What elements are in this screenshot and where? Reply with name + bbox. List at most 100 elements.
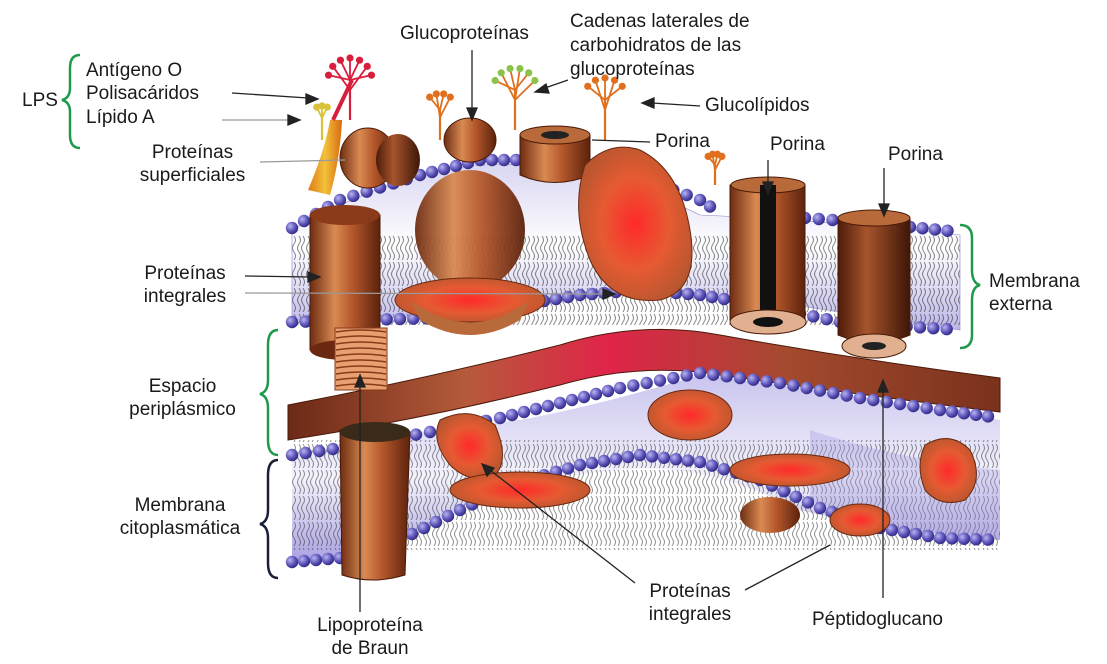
phospholipid-head bbox=[530, 403, 542, 415]
phospholipid-head bbox=[542, 400, 554, 412]
phospholipid-head bbox=[622, 451, 634, 463]
phospholipid-head bbox=[286, 449, 298, 461]
proteinas-superficiales-label-1: Proteínas bbox=[125, 141, 260, 164]
lipido-a-label: Lípido A bbox=[86, 106, 155, 129]
membrana-externa-label-1: Membrana bbox=[989, 270, 1080, 293]
phospholipid-head bbox=[802, 496, 814, 508]
phospholipid-head bbox=[424, 426, 436, 438]
phospholipid-head bbox=[920, 402, 932, 414]
phospholipid-head bbox=[747, 373, 759, 385]
phospholipid-head bbox=[506, 409, 518, 421]
porina-label-3: Porina bbox=[888, 143, 943, 166]
phospholipid-head bbox=[682, 454, 694, 466]
phospholipid-head bbox=[958, 533, 970, 545]
phospholipid-head bbox=[813, 213, 825, 225]
phospholipid-head bbox=[634, 449, 646, 461]
inner-integral-protein-d bbox=[920, 439, 976, 503]
phospholipid-head bbox=[554, 397, 566, 409]
phospholipid-head bbox=[574, 289, 586, 301]
phospholipid-head bbox=[299, 447, 311, 459]
porin-3 bbox=[838, 210, 910, 358]
phospholipid-head bbox=[654, 374, 666, 386]
phospholipid-head bbox=[410, 428, 422, 440]
phospholipid-head bbox=[682, 288, 694, 300]
phospholipid-head bbox=[438, 163, 450, 175]
cadenas-label-3: glucoproteínas bbox=[570, 58, 695, 81]
phospholipid-head bbox=[418, 522, 430, 534]
phospholipid-head bbox=[313, 445, 325, 457]
phospholipid-head bbox=[946, 405, 958, 417]
phospholipid-head bbox=[670, 453, 682, 465]
phospholipid-head bbox=[498, 154, 510, 166]
porin-2 bbox=[730, 177, 806, 334]
phospholipid-head bbox=[640, 377, 652, 389]
membrana-externa-label-2: externa bbox=[989, 293, 1052, 316]
phospholipid-head bbox=[958, 407, 970, 419]
phospholipid-head bbox=[426, 166, 438, 178]
phospholipid-head bbox=[760, 375, 772, 387]
inner-integral-protein-b bbox=[648, 390, 732, 440]
phospholipid-head bbox=[982, 410, 994, 422]
phospholipid-head bbox=[778, 485, 790, 497]
phospholipid-head bbox=[574, 459, 586, 471]
phospholipid-head bbox=[704, 200, 716, 212]
phospholipid-head bbox=[970, 533, 982, 545]
phospholipid-head bbox=[880, 396, 892, 408]
phospholipid-head bbox=[430, 516, 442, 528]
phospholipid-head bbox=[627, 379, 639, 391]
phospholipid-head bbox=[706, 459, 718, 471]
espacio-bracket bbox=[260, 330, 278, 455]
phospholipid-head bbox=[347, 190, 359, 202]
phospholipid-head bbox=[518, 406, 530, 418]
phospholipid-head bbox=[578, 391, 590, 403]
phospholipid-head bbox=[940, 323, 952, 335]
phospholipid-head bbox=[322, 553, 334, 565]
phospholipid-head bbox=[718, 293, 730, 305]
phospholipid-head bbox=[450, 160, 462, 172]
polisacaridos-label: Polisacáridos bbox=[86, 82, 199, 105]
phospholipid-head bbox=[790, 491, 802, 503]
phospholipid-head bbox=[286, 222, 298, 234]
phospholipid-head bbox=[562, 291, 574, 303]
phospholipid-head bbox=[800, 382, 812, 394]
phospholipid-head bbox=[941, 225, 953, 237]
phospholipid-head bbox=[550, 293, 562, 305]
phospholipid-head bbox=[907, 400, 919, 412]
phospholipid-head bbox=[610, 453, 622, 465]
membrana-cito-bracket bbox=[260, 460, 278, 578]
lipoproteina-label-1: Lipoproteína bbox=[300, 614, 440, 637]
phospholipid-head bbox=[720, 370, 732, 382]
cadenas-label-2: carbohidratos de las bbox=[570, 34, 741, 57]
phospholipid-head bbox=[827, 387, 839, 399]
phospholipid-head bbox=[854, 392, 866, 404]
peptidoglucano-label: Péptidoglucano bbox=[812, 608, 943, 631]
phospholipid-head bbox=[867, 394, 879, 406]
phospholipid-head bbox=[694, 289, 706, 301]
phospholipid-head bbox=[406, 528, 418, 540]
phospholipid-head bbox=[286, 556, 298, 568]
phospholipid-head bbox=[286, 316, 298, 328]
phospholipid-head bbox=[310, 554, 322, 566]
lps-bracket bbox=[62, 55, 80, 148]
phospholipid-head bbox=[658, 452, 670, 464]
phospholipid-head bbox=[807, 310, 819, 322]
porin-1 bbox=[520, 126, 590, 183]
phospholipid-head bbox=[298, 215, 310, 227]
membrana-cito-label-1: Membrana bbox=[100, 494, 260, 517]
membrana-externa-bracket bbox=[960, 225, 980, 348]
phospholipid-head bbox=[562, 462, 574, 474]
phospholipid-head bbox=[774, 377, 786, 389]
proteinas-integrales-bottom-label-1: Proteínas bbox=[620, 580, 760, 603]
inner-long-protein bbox=[340, 422, 410, 580]
phospholipid-head bbox=[820, 313, 832, 325]
phospholipid-head bbox=[914, 321, 926, 333]
porina-label-2: Porina bbox=[770, 133, 825, 156]
phospholipid-head bbox=[970, 409, 982, 421]
proteinas-integrales-bottom-label-2: integrales bbox=[620, 603, 760, 626]
phospholipid-head bbox=[646, 450, 658, 462]
phospholipid-head bbox=[394, 313, 406, 325]
phospholipid-head bbox=[898, 526, 910, 538]
cadenas-label-1: Cadenas laterales de bbox=[570, 10, 750, 33]
phospholipid-head bbox=[826, 214, 838, 226]
